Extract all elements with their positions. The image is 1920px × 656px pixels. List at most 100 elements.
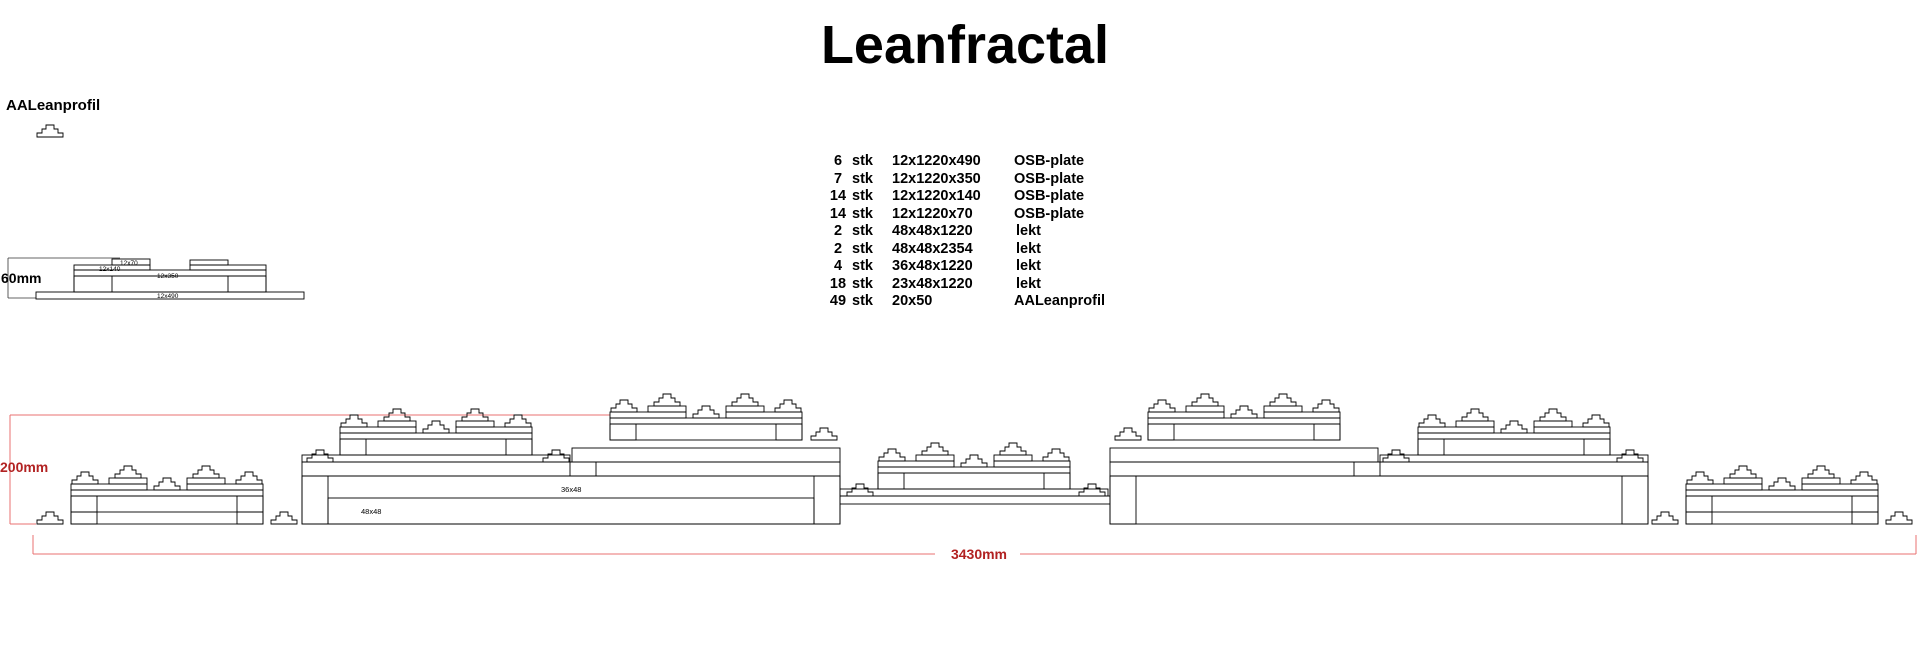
- bom-dimensions: 20x50: [892, 293, 933, 309]
- bom-material: OSB-plate: [1014, 205, 1085, 222]
- board-label: 12x350: [157, 273, 179, 280]
- lath-block: [1583, 438, 1611, 456]
- lath-block: [1353, 461, 1381, 477]
- main-section: 200mm 3430mm 36x48 48x48: [0, 393, 1917, 562]
- width-dimension-label: 3430mm: [951, 546, 1007, 562]
- board-12x70: [1801, 477, 1841, 485]
- aaleanprofil-icon: [153, 477, 181, 491]
- board-12x70: [1185, 405, 1225, 413]
- bom-dimensions: 12x1220x70: [892, 205, 973, 222]
- profile-sample-icon: [36, 124, 64, 138]
- board-12x350: [1417, 438, 1611, 456]
- lath-block: [236, 495, 264, 513]
- board-12x490: [839, 495, 1111, 505]
- board-label: 12x70: [120, 260, 138, 267]
- board-12x490: [1379, 454, 1649, 463]
- profile-label: AALeanprofil: [6, 97, 101, 114]
- lath-36x48: [1109, 461, 1649, 477]
- aaleanprofil-icon: [1768, 477, 1796, 491]
- lath-block: [1147, 423, 1175, 441]
- board-12x490: [839, 488, 1109, 497]
- aaleanprofil-icon: [774, 399, 802, 413]
- aaleanprofil-icon: [1582, 414, 1610, 428]
- aaleanprofil-icon: [542, 449, 570, 463]
- board-12x490: [571, 447, 841, 463]
- aaleanprofil-icon: [71, 471, 99, 485]
- bom-unit: stk: [852, 240, 873, 257]
- aaleanprofil-icon: [192, 465, 220, 479]
- bom-qty: 2: [833, 240, 843, 257]
- board-12x70: [1723, 477, 1763, 485]
- board-12x350-top: [609, 417, 803, 425]
- lath-block: [609, 423, 637, 441]
- board-12x140: [455, 426, 533, 434]
- aaleanprofil-icon: [1382, 449, 1410, 463]
- lath-label: 48x48: [361, 507, 381, 516]
- board-12x350: [877, 472, 1071, 490]
- detail-height-label: 60mm: [1, 270, 41, 286]
- bom-material: OSB-plate: [1014, 188, 1085, 204]
- lath-block: [1851, 511, 1879, 525]
- board-12x140: [993, 460, 1071, 468]
- height-dimension-label: 200mm: [0, 459, 48, 475]
- bom-material: AALeanprofil: [1014, 293, 1106, 309]
- bom-dimensions: 36x48x1220: [892, 258, 973, 274]
- aaleanprofil-icon: [270, 511, 298, 525]
- bom-material: OSB-plate: [1014, 170, 1085, 187]
- bom-unit: stk: [852, 275, 873, 292]
- aaleanprofil-icon: [461, 408, 489, 422]
- aaleanprofil-icon: [846, 483, 874, 497]
- bom-dimensions: 23x48x1220: [892, 275, 973, 292]
- board-12x140: [725, 411, 803, 419]
- lath-block: [301, 475, 329, 525]
- bom-material: OSB-plate: [1014, 153, 1085, 169]
- aaleanprofil-icon: [36, 511, 64, 525]
- board-12x140: [70, 483, 148, 491]
- aaleanprofil-icon: [960, 454, 988, 468]
- aaleanprofil-icon: [422, 420, 450, 434]
- board-12x350-top: [70, 489, 264, 497]
- lath-block: [1621, 475, 1649, 525]
- lath-block: [339, 438, 367, 456]
- lath-block: [227, 275, 267, 293]
- bom-dimensions: 12x1220x350: [892, 170, 981, 187]
- lath-block: [1685, 511, 1713, 525]
- board-12x140: [339, 426, 417, 434]
- board-12x70: [993, 454, 1033, 462]
- lath-block: [73, 275, 113, 293]
- board-12x70: [915, 454, 955, 462]
- board-12x70: [186, 477, 226, 485]
- aaleanprofil-icon: [1850, 471, 1878, 485]
- board-12x140: [1417, 426, 1495, 434]
- module-right-base: [1685, 495, 1879, 525]
- board-12x350-top: [1147, 417, 1341, 425]
- board-12x140: [1533, 426, 1611, 434]
- aaleanprofil-icon: [504, 414, 532, 428]
- lath-block: [813, 475, 841, 525]
- bom-qty: 14: [829, 188, 847, 204]
- board-12x350-top: [73, 269, 267, 277]
- aaleanprofil-icon: [1539, 408, 1567, 422]
- board-12x70: [111, 258, 151, 266]
- bom-dimensions: 48x48x1220: [892, 223, 973, 239]
- lath-block: [1417, 438, 1445, 456]
- board-12x70: [647, 405, 687, 413]
- bom-unit: stk: [852, 258, 873, 274]
- bom-qty: 18: [829, 275, 847, 292]
- bom-dimensions: 48x48x2354: [892, 240, 973, 257]
- board-12x350-top: [339, 432, 533, 440]
- bom-unit: stk: [852, 205, 873, 222]
- aaleanprofil-icon: [235, 471, 263, 485]
- aaleanprofil-icon: [1078, 483, 1106, 497]
- aaleanprofil-icon: [999, 442, 1027, 456]
- bom-material: lekt: [1016, 258, 1041, 274]
- aaleanprofil-icon: [921, 442, 949, 456]
- bom-unit: stk: [852, 153, 873, 169]
- board-12x70: [455, 420, 495, 428]
